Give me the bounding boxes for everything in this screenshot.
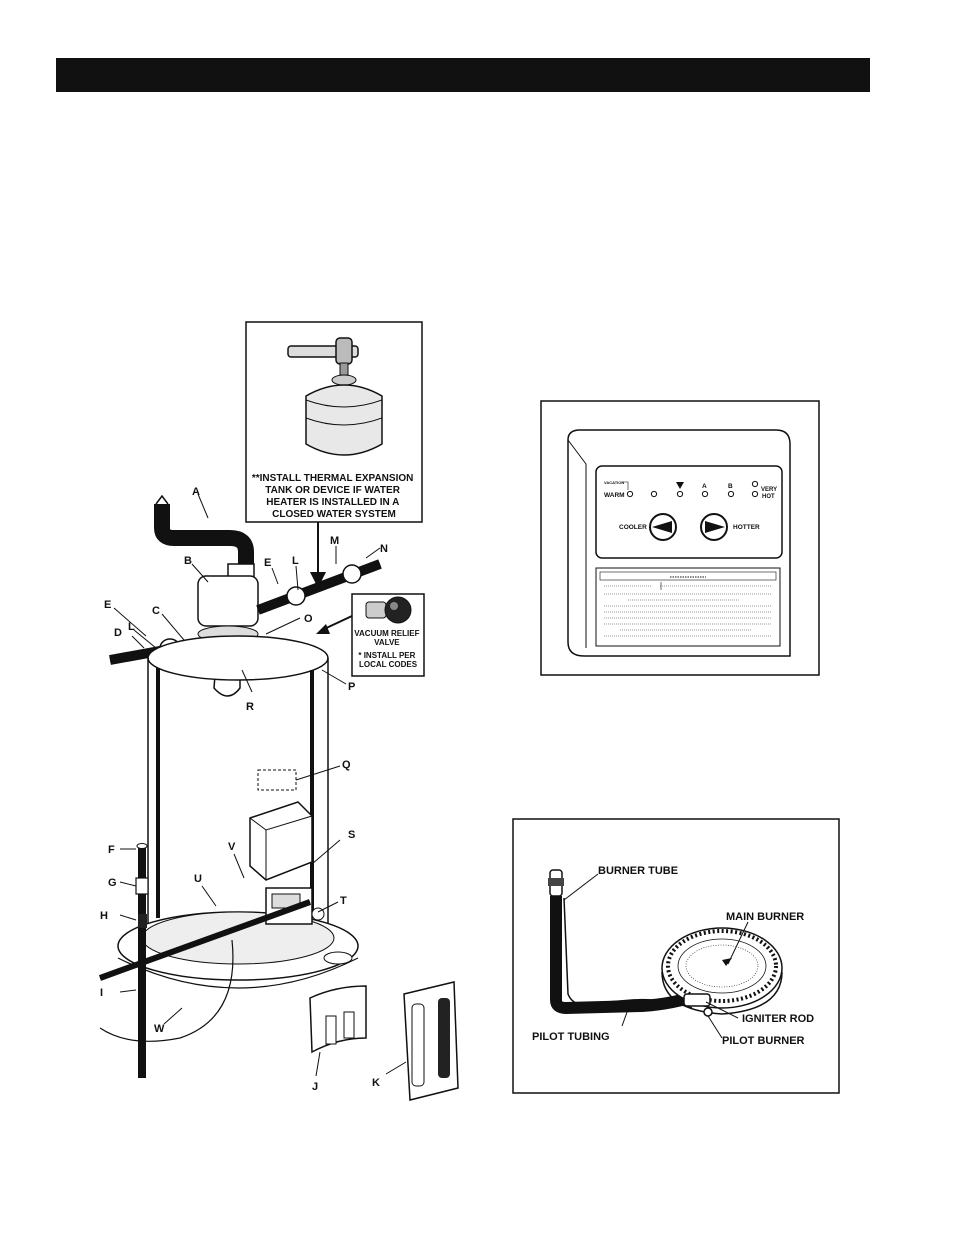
label-p: P [348, 681, 355, 693]
cooler-button[interactable] [650, 514, 676, 540]
label-o: O [304, 613, 313, 625]
label-j: J [312, 1081, 318, 1093]
label-c: C [152, 605, 160, 617]
label-e-left: E [104, 599, 111, 611]
label-t: T [340, 895, 347, 907]
label-v: V [228, 841, 236, 853]
outer-door [310, 986, 366, 1052]
section-header-bar [56, 58, 870, 92]
label-d: D [114, 627, 122, 639]
inner-door [404, 982, 458, 1100]
label-s: S [348, 829, 355, 841]
main-burner-label: MAIN BURNER [726, 911, 804, 923]
igniter-rod-label: IGNITER ROD [742, 1013, 814, 1025]
label-w: W [154, 1023, 165, 1035]
label-h: H [100, 910, 108, 922]
label-b: B [184, 555, 192, 567]
burner-tube-label: BURNER TUBE [598, 865, 678, 877]
hotter-button[interactable] [701, 514, 727, 540]
expansion-note: **INSTALL THERMAL EXPANSION TANK OR DEVI… [252, 473, 416, 520]
pilot-burner-label: PILOT BURNER [722, 1035, 805, 1047]
label-l-right: L [292, 555, 299, 567]
label-n: N [380, 543, 388, 555]
label-a: A [192, 486, 200, 498]
setting-a-label: A [702, 483, 707, 490]
label-f: F [108, 844, 115, 856]
label-u: U [194, 873, 202, 885]
label-l-left: L [128, 621, 135, 633]
cooler-label: COOLER [619, 524, 647, 531]
warm-label: WARM [604, 492, 625, 499]
label-k: K [372, 1077, 380, 1089]
label-g: G [108, 877, 117, 889]
label-i: I [100, 987, 103, 999]
setting-b-label: B [728, 483, 733, 490]
vacation-label: VACATION [604, 480, 624, 485]
label-m: M [330, 535, 339, 547]
thermostat-control-panel-figure: VACATION WARM A B VERY HOT COOLER HOTTER [540, 400, 820, 676]
hotter-label: HOTTER [733, 524, 760, 531]
label-r: R [246, 701, 254, 713]
water-heater-diagram: **INSTALL THERMAL EXPANSION TANK OR DEVI… [90, 318, 440, 1108]
burner-assembly-figure: BURNER TUBE MAIN BURNER IGNITER ROD PILO… [512, 818, 840, 1094]
label-q: Q [342, 759, 351, 771]
label-e-right: E [264, 557, 271, 569]
pilot-tubing-label: PILOT TUBING [532, 1031, 610, 1043]
